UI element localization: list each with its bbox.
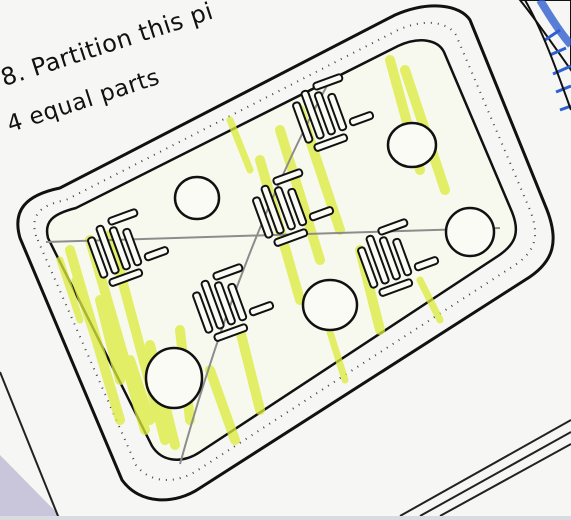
pepperoni-circle [303, 280, 357, 330]
pepperoni-circle [146, 348, 202, 408]
pepperoni-circle [388, 123, 436, 167]
pepperoni-circle [175, 177, 219, 219]
pepperoni-circle [446, 208, 494, 256]
